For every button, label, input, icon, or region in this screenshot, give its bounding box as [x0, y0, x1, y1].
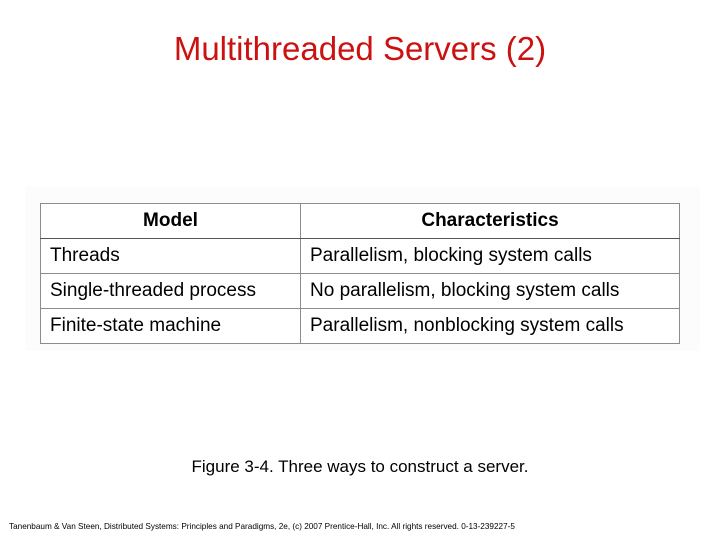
figure-table-container: Model Characteristics Threads Parallelis… — [40, 203, 680, 344]
footer-credit: Tanenbaum & Van Steen, Distributed Syste… — [9, 522, 515, 531]
cell-characteristics: No parallelism, blocking system calls — [300, 273, 680, 309]
cell-model: Threads — [40, 238, 301, 274]
model-characteristics-table: Model Characteristics Threads Parallelis… — [40, 203, 680, 344]
figure-caption: Figure 3-4. Three ways to construct a se… — [191, 457, 529, 476]
cell-characteristics: Parallelism, blocking system calls — [300, 238, 680, 274]
table-row: Single-threaded process No parallelism, … — [40, 273, 680, 309]
table-row: Threads Parallelism, blocking system cal… — [40, 238, 680, 274]
cell-model: Finite-state machine — [40, 308, 301, 344]
table-header-row: Model Characteristics — [40, 203, 680, 239]
column-header-characteristics: Characteristics — [300, 203, 680, 239]
cell-model: Single-threaded process — [40, 273, 301, 309]
cell-characteristics: Parallelism, nonblocking system calls — [300, 308, 680, 344]
column-header-model: Model — [40, 203, 301, 239]
slide-title: Multithreaded Servers (2) — [173, 30, 547, 67]
table-row: Finite-state machine Parallelism, nonblo… — [40, 308, 680, 344]
